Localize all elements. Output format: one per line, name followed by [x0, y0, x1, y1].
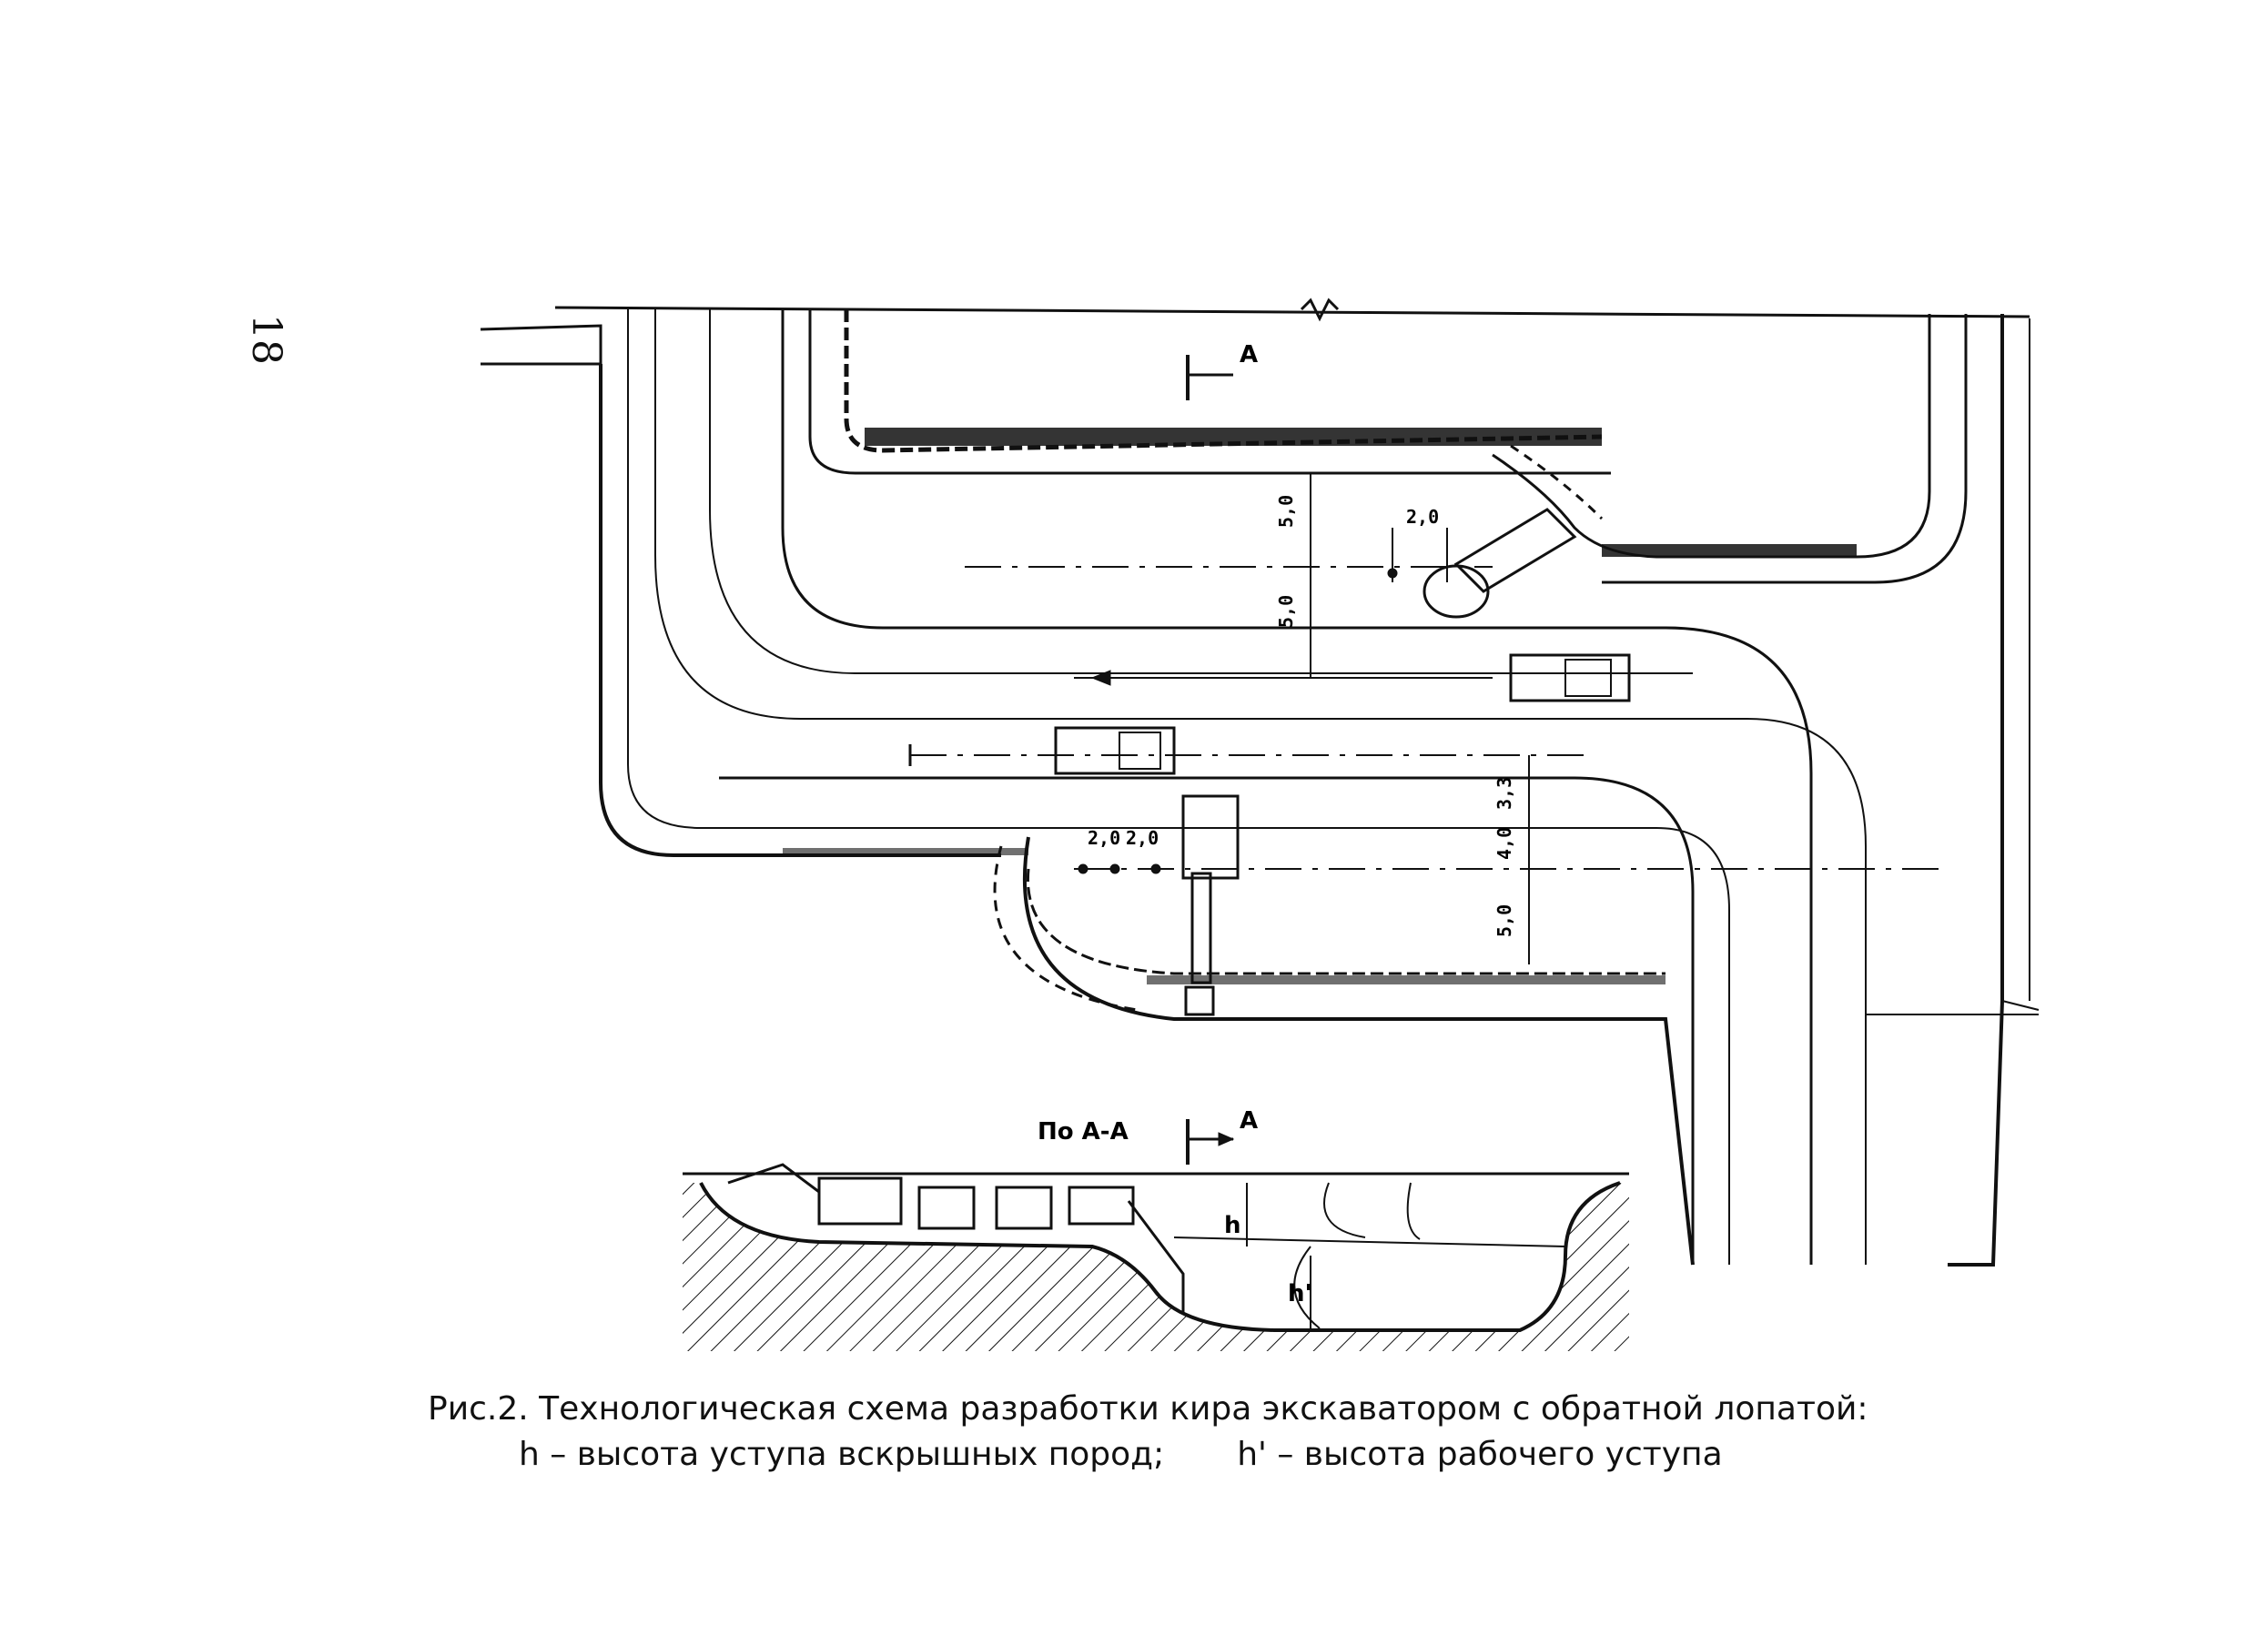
dim-right-a: 3,3: [1493, 777, 1515, 810]
caption-h2-term: h': [1237, 1436, 1267, 1473]
section-view: [683, 1119, 1629, 1351]
figure-caption: Рис.2. Технологическая схема разработки …: [428, 1387, 2066, 1478]
dim-upper-a: 5,0: [1275, 495, 1297, 528]
section-title: По А-А: [1038, 1118, 1129, 1146]
caption-h-term: h: [519, 1436, 540, 1473]
dim-right-c: 5,0: [1493, 904, 1515, 937]
section-mark-view: A: [1240, 1107, 1258, 1135]
plan-view: [480, 298, 2040, 1267]
caption-h-def: – высота уступа вскрышных пород;: [539, 1436, 1165, 1473]
caption-h2-def: – высота рабочего уступа: [1266, 1436, 1723, 1473]
dim-offset-low-a: 2,0: [1088, 827, 1120, 849]
dim-offset-top: 2,0: [1406, 506, 1439, 528]
section-h-label: h: [1224, 1212, 1241, 1239]
section-mark-plan: A: [1240, 341, 1258, 368]
dim-upper-b: 5,0: [1275, 595, 1297, 628]
bench-hatching: [783, 428, 1857, 984]
caption-line-1: Рис.2. Технологическая схема разработки …: [428, 1390, 1868, 1428]
dim-right-b: 4,0: [1493, 827, 1515, 860]
section-h2-label: h': [1288, 1280, 1311, 1307]
caption-line-2: h – высота уступа вскрышных пород; h' – в…: [428, 1432, 2066, 1478]
dim-offset-low-b: 2,0: [1126, 827, 1159, 849]
